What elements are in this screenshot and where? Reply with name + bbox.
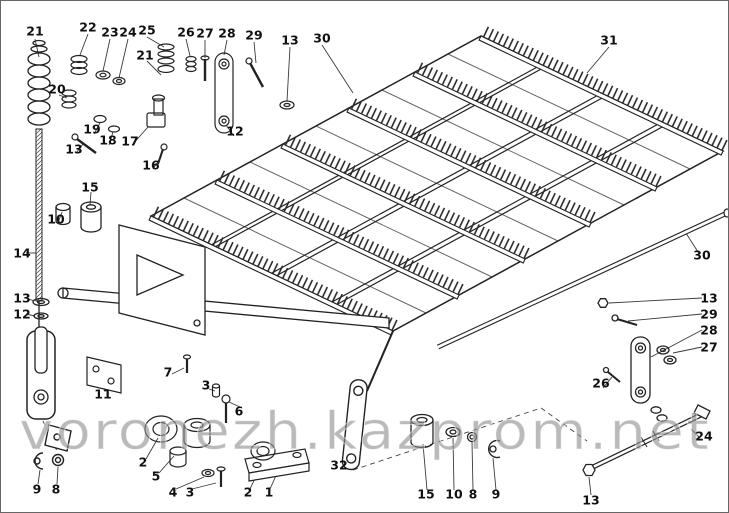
mid-left-bushings bbox=[55, 201, 102, 233]
callout-20: 20 bbox=[48, 81, 66, 97]
callout-7: 7 bbox=[163, 364, 173, 380]
callout-29-right: 29 bbox=[700, 306, 718, 322]
long-bolt bbox=[582, 404, 711, 477]
drive-link bbox=[341, 379, 368, 471]
bottom-right-cluster bbox=[410, 413, 501, 459]
bottom-left-clips bbox=[33, 424, 72, 470]
callout-1: 1 bbox=[264, 484, 274, 500]
callout-8-bot: 8 bbox=[468, 486, 478, 502]
callout-5: 5 bbox=[151, 468, 161, 484]
callout-19: 19 bbox=[83, 121, 101, 137]
callout-23: 23 bbox=[101, 24, 119, 40]
callout-27-right: 27 bbox=[700, 339, 718, 355]
callout-30-top: 30 bbox=[313, 30, 331, 46]
callout-3-mid: 3 bbox=[201, 377, 211, 393]
deck-support-arm bbox=[366, 330, 394, 392]
callout-12-rod: 12 bbox=[13, 306, 31, 322]
bottom-middle-parts bbox=[86, 354, 310, 487]
callout-15-bot: 15 bbox=[417, 486, 435, 502]
callout-13-right: 13 bbox=[700, 290, 718, 306]
callout-3-bot: 3 bbox=[185, 484, 195, 500]
callout-17: 17 bbox=[121, 133, 139, 149]
right-side-parts bbox=[597, 298, 677, 422]
callout-8-left: 8 bbox=[51, 481, 61, 497]
callout-2-left: 2 bbox=[138, 454, 148, 470]
callout-9-bot: 9 bbox=[491, 486, 501, 502]
callout-16: 16 bbox=[142, 157, 160, 173]
callout-13-br: 13 bbox=[582, 492, 600, 508]
callout-22: 22 bbox=[79, 19, 97, 35]
callout-9-left: 9 bbox=[32, 481, 42, 497]
tension-rod-assembly bbox=[26, 39, 56, 420]
callout-30-right: 30 bbox=[693, 247, 711, 263]
top-parts-cluster bbox=[61, 43, 295, 165]
callout-13-bolt: 13 bbox=[65, 141, 83, 157]
tine-bar-2 bbox=[412, 61, 663, 192]
watermark-text: voronezh.kazprom.net bbox=[19, 402, 711, 462]
callout-25: 25 bbox=[138, 22, 156, 38]
callout-28-right: 28 bbox=[700, 322, 718, 338]
callout-13-rod: 13 bbox=[13, 290, 31, 306]
callout-27-top: 27 bbox=[196, 25, 214, 41]
callout-26-right: 26 bbox=[592, 375, 610, 391]
callout-10-left: 10 bbox=[47, 211, 65, 227]
callout-4: 4 bbox=[168, 484, 178, 500]
callout-15-left: 15 bbox=[81, 179, 99, 195]
front-beam bbox=[57, 224, 390, 336]
callout-14: 14 bbox=[13, 245, 31, 261]
callout-18: 18 bbox=[99, 132, 117, 148]
tine-bar-4 bbox=[280, 133, 531, 264]
callout-24-right: 24 bbox=[695, 428, 713, 444]
callout-10-bot: 10 bbox=[445, 486, 463, 502]
callout-31: 31 bbox=[600, 32, 618, 48]
callout-11: 11 bbox=[94, 386, 112, 402]
callout-32: 32 bbox=[330, 457, 348, 473]
bracket-triangle-hole bbox=[136, 254, 185, 296]
callout-28-top: 28 bbox=[218, 25, 236, 41]
platform-deck bbox=[148, 25, 728, 392]
callout-24-top: 24 bbox=[119, 24, 137, 40]
callout-21-top: 21 bbox=[26, 23, 44, 39]
side-rod bbox=[436, 208, 728, 350]
callout-13-top: 13 bbox=[281, 32, 299, 48]
callout-21-mid: 21 bbox=[136, 47, 154, 63]
tine-bar-5 bbox=[214, 169, 465, 300]
callout-26-top: 26 bbox=[177, 24, 195, 40]
callout-12-link: 12 bbox=[226, 123, 244, 139]
callout-6: 6 bbox=[234, 403, 244, 419]
callout-29-top: 29 bbox=[245, 27, 263, 43]
tine-bar-1 bbox=[478, 25, 728, 156]
tine-bar-3 bbox=[346, 97, 597, 228]
callout-2-bot: 2 bbox=[243, 484, 253, 500]
